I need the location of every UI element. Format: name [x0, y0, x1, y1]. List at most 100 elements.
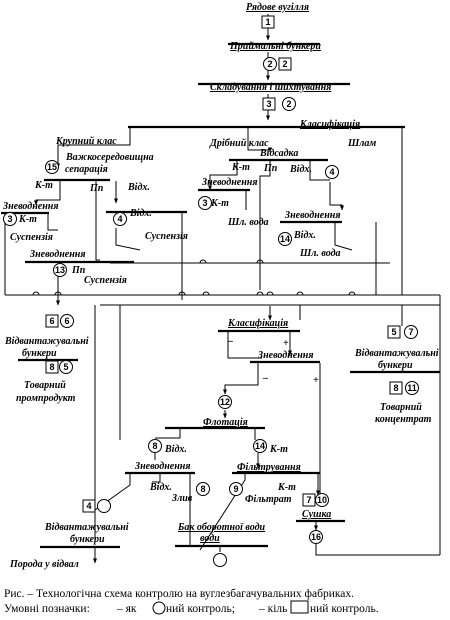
quantity-control-number: 3	[266, 99, 271, 109]
caption-quantity-right: ний контроль.	[310, 603, 379, 615]
diagram-label: концентрат	[375, 414, 432, 425]
diagram-label: бункери	[70, 534, 105, 545]
diagram-label: Сушка	[302, 509, 331, 520]
diagram-label: Товарний	[24, 380, 66, 391]
diagram-label: Класифікація	[227, 318, 288, 329]
quality-control-circle	[229, 482, 243, 496]
caption-line-1: Рис. – Технологічна схема контролю на ву…	[4, 588, 354, 600]
quantity-control-number: 4	[86, 501, 91, 511]
diagram-label: К-т	[34, 180, 53, 191]
quality-control-number: 3	[7, 214, 12, 224]
flow-line	[115, 228, 141, 251]
diagram-label: Відвантажувальні	[4, 336, 89, 347]
quality-control-circle	[282, 97, 296, 111]
caption-legend-prefix: Умовні позначки:	[4, 603, 90, 615]
flow-line	[223, 363, 259, 395]
line-crossing-hop	[32, 291, 40, 296]
diagram-label: Пп	[263, 163, 278, 174]
diagram-label: промпродукт	[16, 393, 76, 404]
diagram-label: Фільтрат	[245, 494, 292, 505]
quality-control-number: 8	[200, 484, 205, 494]
diagram-label: Зневоднення	[29, 249, 86, 260]
quality-control-circle	[45, 160, 59, 174]
diagram-label: Відх.	[149, 482, 172, 493]
line-crossing-hop	[266, 291, 274, 296]
quality-control-circle	[53, 263, 67, 277]
quality-control-number: 12	[220, 397, 230, 407]
flow-line	[95, 181, 100, 261]
quality-control-circle	[3, 212, 17, 226]
flow-line	[199, 474, 246, 551]
diagram-label: Відх.	[293, 230, 316, 241]
diagram-label: Суспензія	[10, 232, 53, 243]
quality-control-number: 4	[117, 214, 122, 224]
line-crossing-hop	[199, 259, 207, 264]
flow-line	[47, 214, 58, 231]
quantity-control-square	[389, 381, 403, 395]
diagram-label: Складування і шихтування	[210, 82, 331, 93]
legend-square-icon	[290, 600, 309, 614]
diagram-label: води	[200, 533, 220, 544]
line-crossing-hop	[178, 291, 186, 296]
flow-line	[155, 429, 181, 439]
quality-control-number: 5	[63, 362, 68, 372]
diagram-label: Відвантажувальні	[354, 348, 439, 359]
diagram-label: Зневоднення	[134, 461, 191, 472]
quality-control-circle	[253, 439, 267, 453]
quality-control-number: 7	[408, 327, 413, 337]
quality-control-number: 2	[286, 99, 291, 109]
line-crossing-hop	[348, 291, 356, 296]
diagram-label: Відвантажувальні	[44, 522, 129, 533]
diagram-label: Суспензія	[145, 231, 188, 242]
operation-bars	[1, 42, 440, 549]
diagram-label: сепарація	[65, 164, 108, 175]
diagram-label: Суспензія	[84, 275, 127, 286]
quality-control-number: 16	[311, 532, 321, 542]
line-crossing-hop	[54, 291, 62, 296]
diagram-label: Товарний	[380, 402, 422, 413]
quality-control-circle	[196, 482, 210, 496]
diagram-label: К-т	[269, 444, 288, 455]
flow-line	[56, 128, 131, 169]
diagram-label: К-т	[231, 162, 250, 173]
quality-control-circle	[325, 165, 339, 179]
caption-quality-left: – як	[116, 603, 137, 615]
diagram-label: Зневоднення	[2, 201, 59, 212]
diagram-label: Бак оборотної води	[177, 522, 266, 533]
line-crossing-hop	[296, 291, 304, 296]
diagram-label: Рядове вугілля	[246, 2, 309, 13]
diagram-label: Шлам	[347, 138, 376, 149]
quality-control-number: 14	[255, 441, 265, 451]
quantity-control-number: 5	[391, 327, 396, 337]
diagram-label: Дрібний клас	[209, 138, 269, 149]
quality-control-circle	[60, 314, 74, 328]
line-crossing-hop	[256, 259, 264, 264]
line-crossing-hop	[202, 291, 210, 296]
quality-control-number: 10	[317, 495, 327, 505]
quality-control-number: 9	[233, 484, 238, 494]
diagram-label: Відх.	[289, 164, 312, 175]
diagram-label: К-т	[277, 482, 296, 493]
diagram-label: Пп	[71, 265, 86, 276]
quantity-control-number: 8	[393, 383, 398, 393]
diagram-label: –	[227, 336, 233, 347]
quality-control-circle	[404, 325, 418, 339]
caption-quantity-left: – кіль	[258, 603, 287, 615]
quality-control-number: 8	[152, 441, 157, 451]
caption-quality-right: ний контроль;	[166, 603, 235, 615]
quality-control-circle	[213, 553, 227, 567]
quality-control-number: 11	[407, 383, 417, 393]
figure-caption: Рис. – Технологічна схема контролю на ву…	[4, 588, 379, 615]
quantity-control-square	[387, 325, 401, 339]
quantity-control-square	[45, 360, 59, 374]
diagram-label: К-т	[18, 214, 37, 225]
diagram-label: Важкосередовищна	[65, 152, 154, 163]
diagram-label: Зневоднення	[201, 177, 258, 188]
quality-control-number: 6	[64, 316, 69, 326]
quality-control-circle	[97, 499, 111, 513]
flow-line	[152, 474, 161, 483]
